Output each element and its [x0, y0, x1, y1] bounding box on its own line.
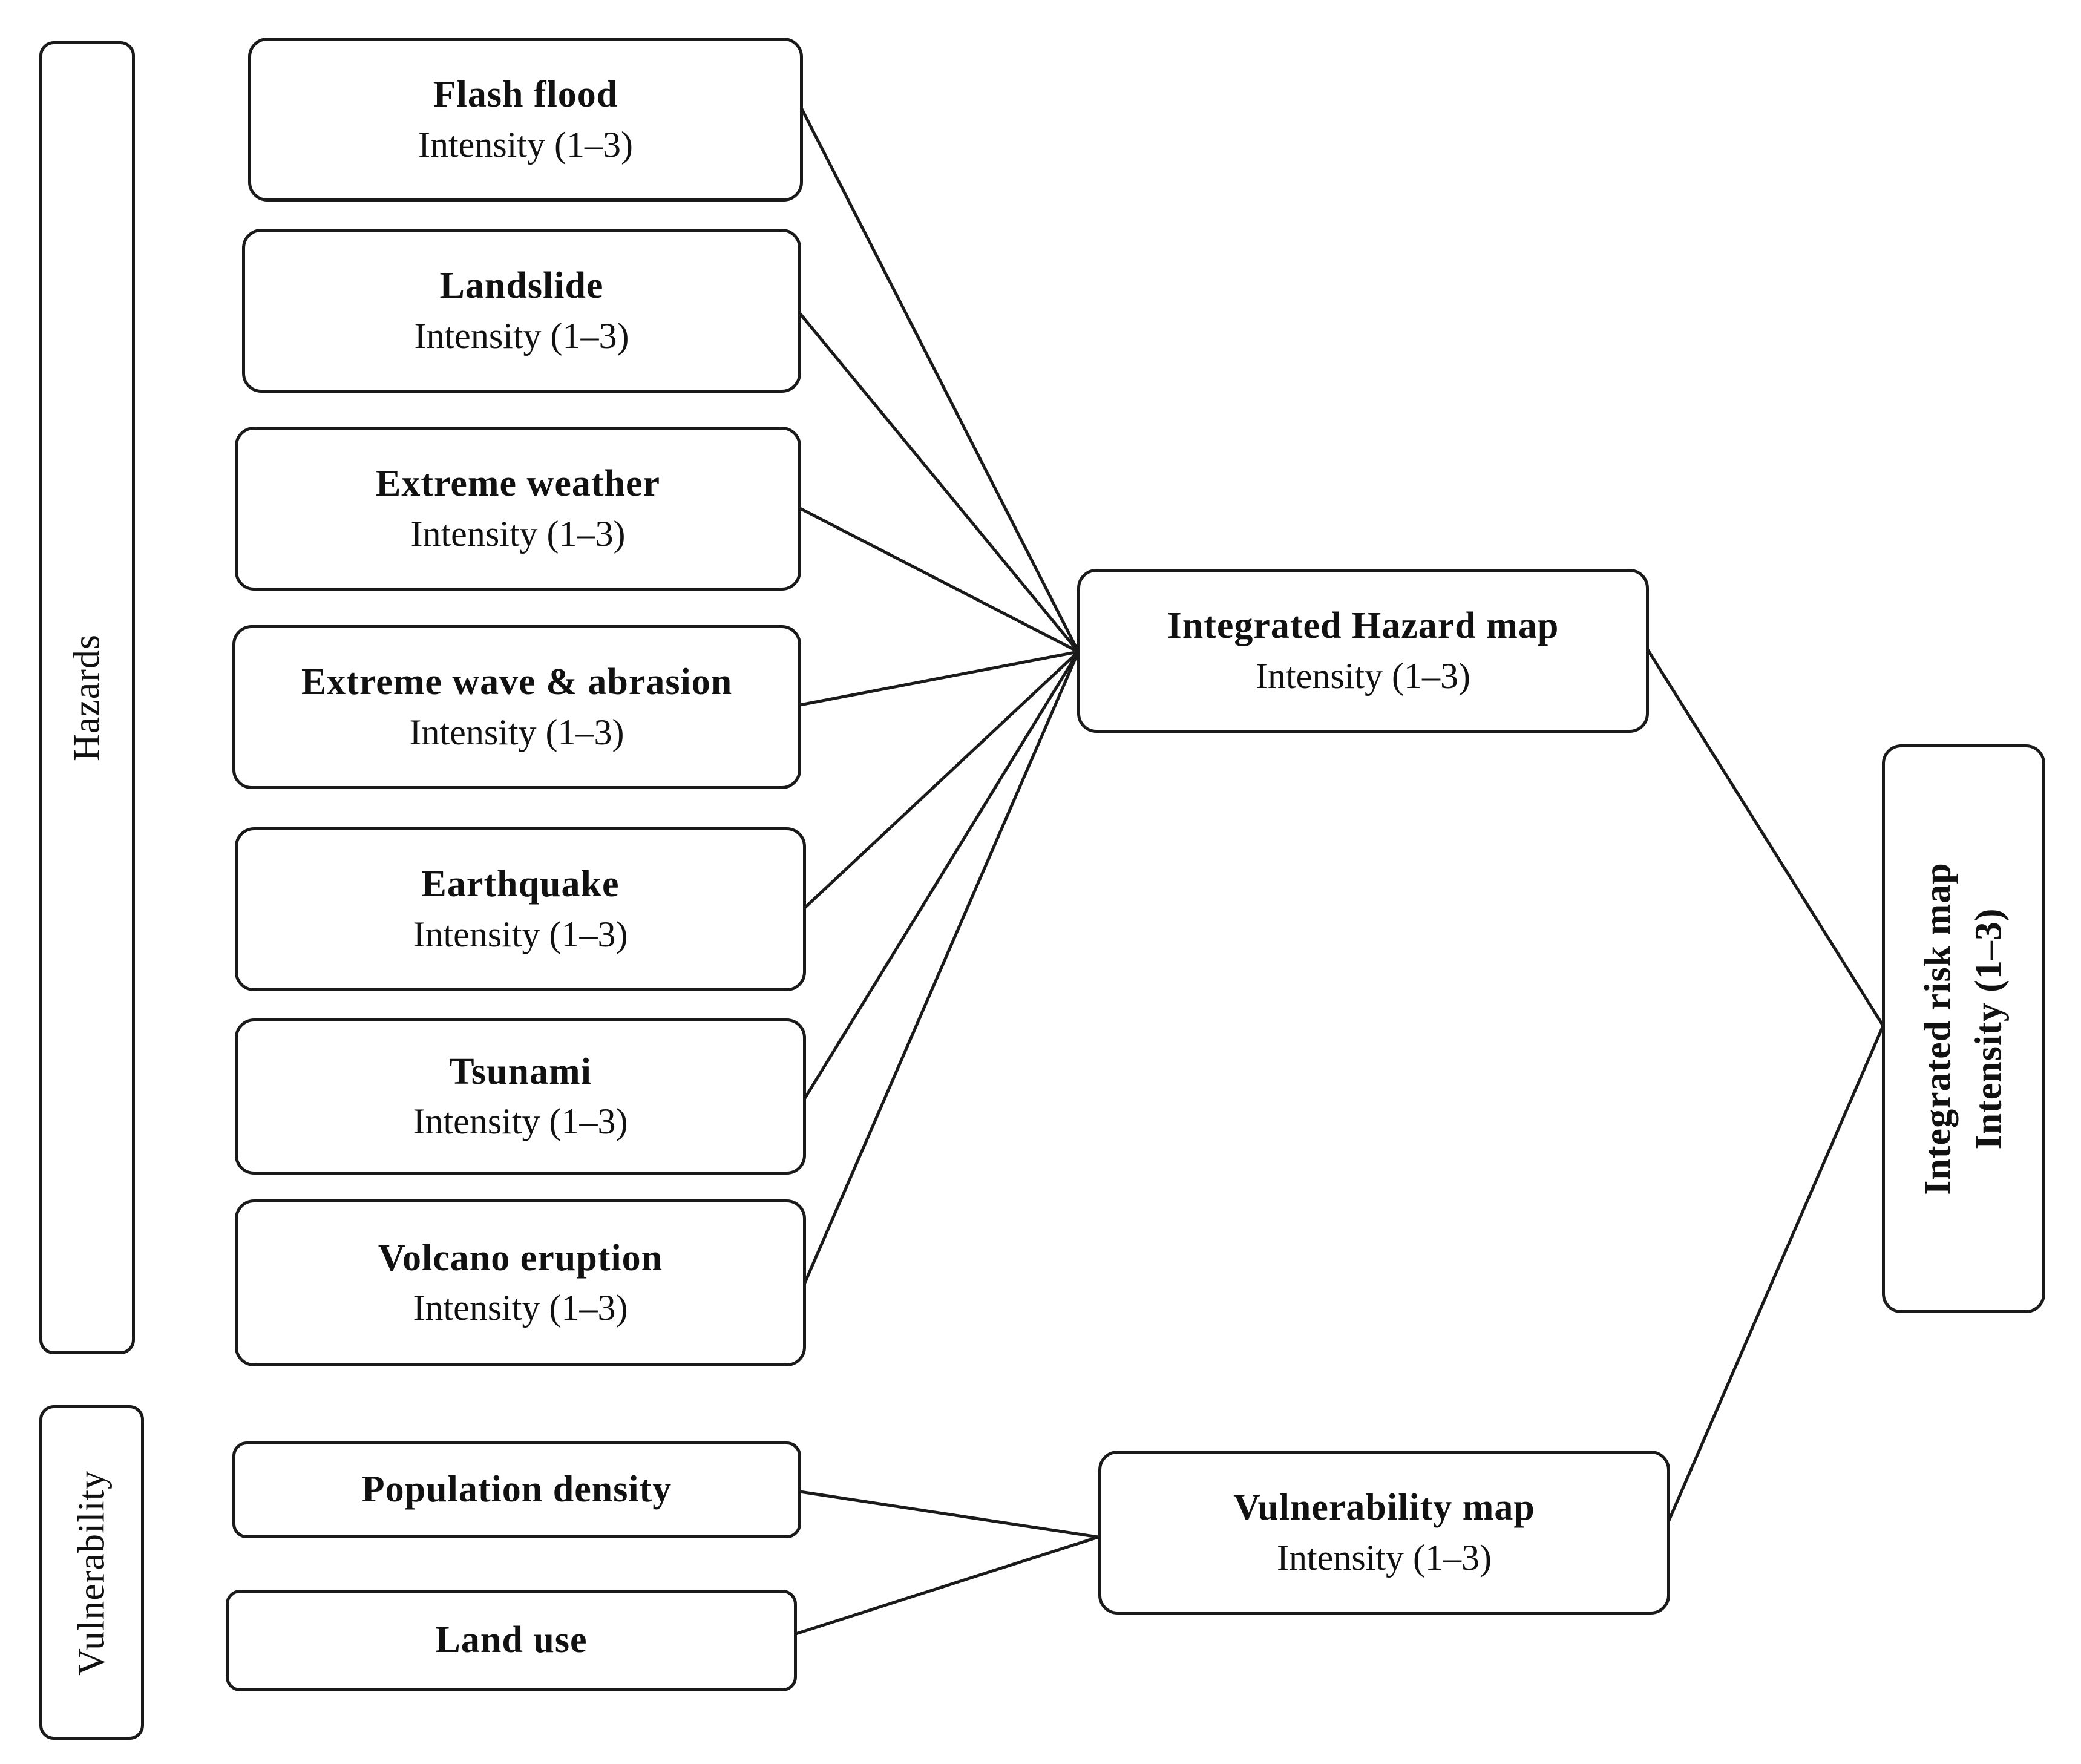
hazard-box-flash-flood: Flash flood Intensity (1–3) [248, 38, 803, 202]
hazard-intensity: Intensity (1–3) [414, 315, 629, 356]
hazard-intensity: Intensity (1–3) [413, 914, 628, 954]
link-hazard-to-risk [1645, 647, 1885, 1028]
link-vulnerability-to-risk [1666, 1024, 1885, 1524]
hazard-title: Earthquake [421, 864, 620, 905]
hazard-box-volcano-eruption: Volcano eruption Intensity (1–3) [235, 1199, 806, 1366]
hazard-title: Volcano eruption [378, 1237, 663, 1279]
link-earthquake [803, 650, 1080, 910]
vulnerability-group-label: Vulnerability [71, 1469, 112, 1676]
integrated-risk-text: Integrated risk map Intensity (1–3) [1913, 862, 2014, 1195]
integrated-hazard-intensity: Intensity (1–3) [1256, 655, 1470, 696]
hazard-intensity: Intensity (1–3) [413, 1101, 628, 1142]
link-flash-flood [800, 107, 1080, 654]
link-tsunami [803, 650, 1080, 1100]
hazard-box-extreme-weather: Extreme weather Intensity (1–3) [235, 427, 801, 591]
hazard-intensity: Intensity (1–3) [410, 513, 626, 554]
link-extreme-weather [798, 507, 1080, 654]
vulnerability-title: Land use [435, 1619, 588, 1661]
vulnerability-title: Population density [361, 1469, 672, 1510]
link-extreme-wave [798, 650, 1080, 707]
link-volcano [803, 650, 1080, 1285]
vulnerability-map-box: Vulnerability map Intensity (1–3) [1098, 1451, 1670, 1615]
link-population-density [798, 1490, 1100, 1539]
hazard-title: Landslide [439, 265, 604, 307]
hazard-title: Extreme weather [375, 463, 661, 505]
vulnerability-map-intensity: Intensity (1–3) [1277, 1537, 1492, 1578]
vulnerability-map-title: Vulnerability map [1233, 1487, 1535, 1529]
integrated-risk-map-box: Integrated risk map Intensity (1–3) [1882, 744, 2045, 1313]
vulnerability-box-population-density: Population density [232, 1441, 801, 1538]
vulnerability-group: Vulnerability [39, 1405, 144, 1740]
hazards-group-label: Hazards [66, 634, 108, 762]
hazard-box-landslide: Landslide Intensity (1–3) [242, 229, 801, 393]
hazard-box-extreme-wave: Extreme wave & abrasion Intensity (1–3) [232, 625, 801, 789]
integrated-hazard-title: Integrated Hazard map [1167, 605, 1559, 647]
integrated-hazard-map-box: Integrated Hazard map Intensity (1–3) [1077, 569, 1649, 733]
hazard-title: Flash flood [433, 74, 618, 116]
hazard-intensity: Intensity (1–3) [418, 124, 633, 165]
link-land-use [794, 1535, 1100, 1636]
link-landslide [798, 312, 1080, 654]
hazard-title: Tsunami [449, 1051, 592, 1092]
hazard-intensity: Intensity (1–3) [409, 712, 624, 752]
hazard-intensity: Intensity (1–3) [413, 1288, 628, 1328]
hazards-group: Hazards [39, 41, 135, 1354]
hazard-box-tsunami: Tsunami Intensity (1–3) [235, 1018, 806, 1175]
hazard-box-earthquake: Earthquake Intensity (1–3) [235, 827, 806, 991]
integrated-risk-intensity: Intensity (1–3) [1968, 908, 2009, 1150]
hazard-title: Extreme wave & abrasion [301, 661, 733, 703]
vulnerability-box-land-use: Land use [226, 1590, 797, 1691]
integrated-risk-title: Integrated risk map [1917, 862, 1959, 1195]
